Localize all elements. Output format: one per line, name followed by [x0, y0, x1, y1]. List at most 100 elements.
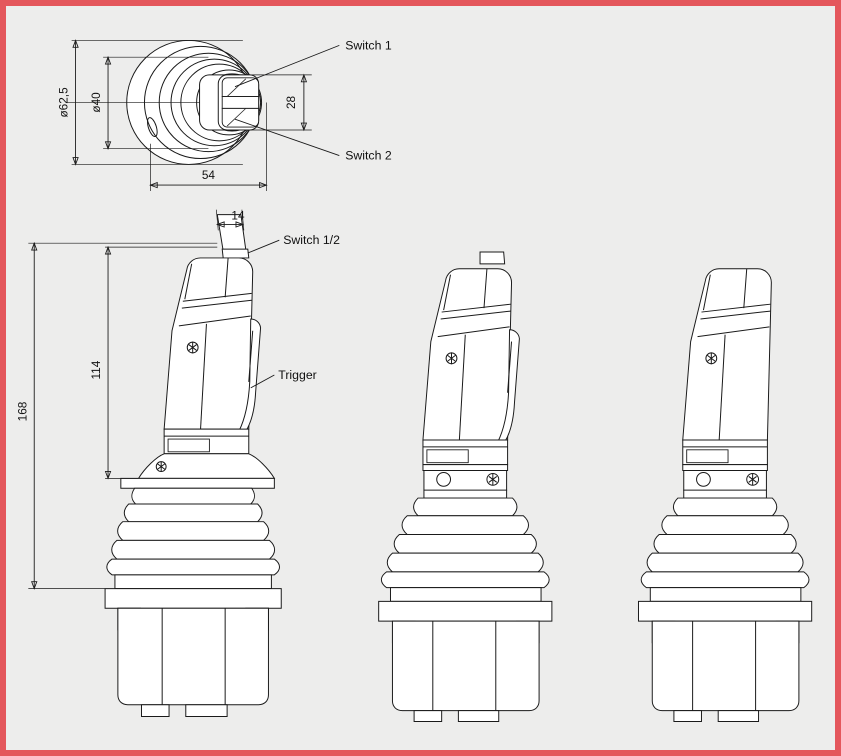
v3-base-top — [649, 587, 802, 602]
v1-connector-tab-right — [185, 704, 228, 718]
v2-base-top — [389, 587, 542, 602]
v1-flare-plate — [120, 477, 275, 489]
v1-handle-screw-cross-icon — [189, 342, 197, 354]
callout-switch-1: Switch 1 — [345, 38, 392, 52]
v2-connector-tab-right — [457, 710, 500, 722]
v2-collar-hole-icon — [437, 472, 451, 486]
v3-connector-tab-right — [717, 710, 760, 722]
joystick-variant-1: 168 114 14 Switch 1/2 Trigger — [15, 209, 340, 718]
top-view-trigger-oval — [146, 116, 160, 137]
v1-bellow-3 — [117, 521, 270, 541]
v2-handle-band-2 — [441, 311, 511, 319]
top-view: ø62,5 ø40 28 54 Switch 1 Switch 2 — [57, 38, 392, 192]
v3-handle-band-1 — [701, 304, 770, 312]
v3-bellow-2 — [661, 515, 789, 535]
dim-label-14: 14 — [231, 209, 245, 223]
v2-handle-left-edge — [444, 275, 451, 310]
joystick-variant-3 — [637, 268, 813, 722]
v2-handle-band-1 — [442, 304, 511, 312]
v2-collar-ring-1 — [422, 464, 509, 471]
v2-bellow-3 — [393, 533, 537, 554]
v1-handle-band-2 — [182, 300, 252, 308]
arrow-114-top — [104, 245, 112, 255]
v3-handle-top-fold — [744, 269, 747, 308]
arrow-40-top — [104, 55, 112, 65]
v3-handle-band-2 — [700, 311, 770, 319]
top-view-switch-1-hatch — [226, 78, 247, 97]
top-view-switch-2-hatch — [226, 108, 247, 127]
v1-handle-left-edge — [185, 264, 192, 299]
v3-handle-split — [719, 335, 725, 440]
v3-bellow-5 — [640, 571, 810, 589]
arrow-168-bot — [31, 581, 38, 590]
arrow-14-left — [216, 221, 225, 228]
top-view-switch-divider — [221, 96, 260, 109]
arrow-28-bot — [300, 122, 308, 132]
dim-label-dia-40: ø40 — [89, 92, 103, 113]
v2-handle-screw-cross-icon — [448, 352, 456, 364]
v3-handle-screw-cross-icon — [707, 352, 715, 364]
v1-base-housing — [117, 607, 269, 706]
v2-handle-top-fold — [484, 269, 487, 308]
v1-bellow-2 — [123, 503, 263, 523]
v1-bellow-4 — [111, 539, 276, 560]
v3-collar-ring-3 — [683, 489, 767, 499]
joystick-variant-2 — [378, 251, 553, 722]
dim-label-dia-62: ø62,5 — [57, 87, 71, 118]
arrow-14-right — [235, 221, 245, 228]
v1-connector-tab-left — [141, 704, 170, 718]
v2-handle-split — [459, 335, 465, 440]
v1-handle-band-3 — [179, 316, 251, 326]
v3-collar-hole-icon — [697, 472, 711, 486]
v3-handle-body — [682, 268, 772, 441]
v2-trigger — [496, 329, 520, 443]
top-view-switch-1 — [221, 77, 260, 97]
arrow-114-bot — [104, 471, 112, 480]
callout-switch-2: Switch 2 — [345, 149, 392, 163]
v1-handle-split — [201, 324, 207, 429]
callout-switch-12: Switch 1/2 — [283, 233, 340, 247]
v2-collar-label-plate — [426, 449, 469, 464]
v2-bellow-4 — [386, 552, 544, 573]
arrow-40-bot — [104, 141, 112, 150]
v1-handle-body — [163, 257, 254, 430]
v1-collar-label-plate — [167, 438, 210, 453]
arrow-62-top — [72, 39, 79, 48]
v1-flare — [137, 453, 276, 479]
dim-label-114: 114 — [89, 360, 103, 379]
v3-collar-screw-cross-icon — [749, 473, 757, 485]
ext-line-14-left — [215, 209, 219, 231]
v3-collar-label-plate — [686, 449, 729, 464]
v2-base-housing — [391, 620, 540, 712]
v2-collar-ring-3 — [423, 489, 508, 499]
v2-bellow-5 — [380, 571, 550, 589]
v3-handle-band-3 — [698, 327, 770, 337]
v2-connector-tab-left — [413, 710, 443, 722]
v2-handle-body — [422, 268, 513, 441]
dim-label-54: 54 — [202, 168, 216, 182]
leader-switch-1 — [234, 44, 340, 88]
arrow-62-bot — [72, 157, 79, 166]
v3-collar-ring-1 — [682, 464, 768, 471]
v2-bellow-1 — [413, 497, 518, 517]
v2-handle-band-3 — [438, 327, 510, 337]
v3-bellow-1 — [672, 497, 778, 517]
v1-base-top — [114, 574, 272, 590]
v1-top-switch-base — [221, 248, 250, 259]
v1-screw-cross-icon — [157, 462, 165, 472]
leader-switch-2 — [234, 118, 340, 157]
arrow-54-right — [259, 181, 268, 189]
arrow-28-top — [300, 73, 308, 83]
v3-bellow-4 — [646, 552, 804, 573]
v1-handle-band-1 — [183, 293, 252, 301]
v2-base-flange — [378, 600, 553, 622]
v1-bellow-5 — [106, 558, 281, 576]
v1-trigger — [238, 318, 262, 432]
ext-line-14-right — [241, 209, 245, 231]
dim-label-168: 168 — [15, 401, 29, 421]
v1-trigger-inner — [249, 331, 253, 382]
top-view-switch-2 — [221, 107, 260, 128]
v3-connector-tab-left — [673, 710, 702, 722]
leader-trigger — [250, 374, 275, 389]
